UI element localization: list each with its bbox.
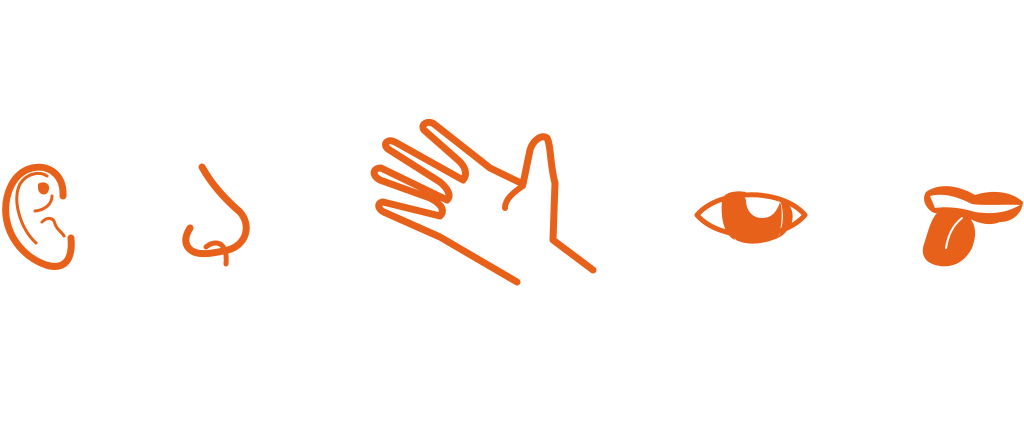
hand-icon <box>370 118 597 286</box>
tongue-icon <box>922 186 1023 267</box>
ear-icon <box>2 163 75 270</box>
nose-icon <box>182 163 250 267</box>
eye-icon <box>694 191 808 244</box>
